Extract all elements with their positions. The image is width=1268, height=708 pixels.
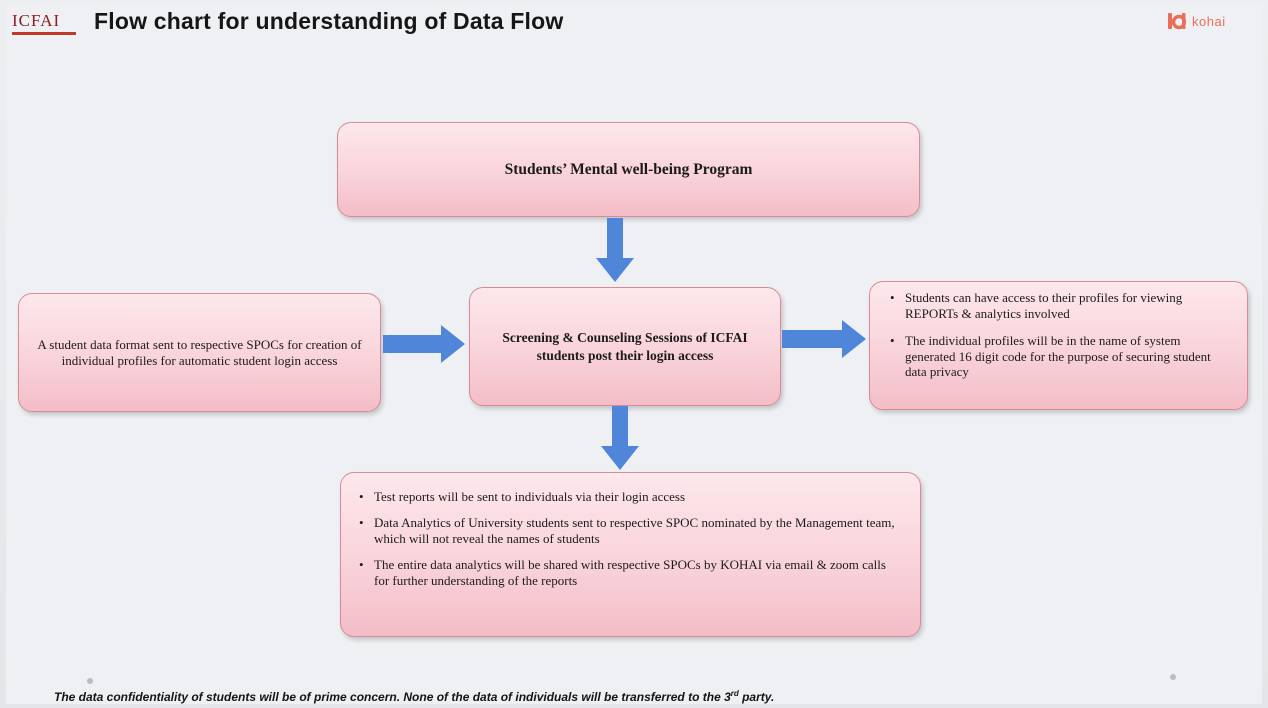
reports-item: Test reports will be sent to individuals… <box>359 489 900 505</box>
screening-box: Screening & Counseling Sessions of ICFAI… <box>469 287 781 406</box>
arrow-right-icon <box>782 320 866 358</box>
icfai-logo-text: ICFAI <box>12 11 61 30</box>
student-data-box: A student data format sent to respective… <box>18 293 381 412</box>
screening-box-text: Screening & Counseling Sessions of ICFAI… <box>502 329 748 363</box>
arrow-down-icon <box>596 218 634 282</box>
icfai-logo-bar <box>12 32 76 35</box>
kohai-logo-icon <box>1168 13 1186 30</box>
icfai-logo: ICFAI <box>12 12 78 38</box>
reports-item: Data Analytics of University students se… <box>359 515 900 547</box>
profile-access-item: The individual profiles will be in the n… <box>890 333 1233 380</box>
program-box: Students’ Mental well-being Program <box>337 122 920 217</box>
profile-access-item: Students can have access to their profil… <box>890 290 1233 321</box>
decorative-dot <box>1170 674 1176 680</box>
program-box-text: Students’ Mental well-being Program <box>504 160 753 178</box>
profile-access-box: Students can have access to their profil… <box>869 281 1248 410</box>
student-data-box-text: A student data format sent to respective… <box>37 336 362 368</box>
confidentiality-note-sup: rd <box>730 689 739 698</box>
reports-box: Test reports will be sent to individuals… <box>340 472 921 637</box>
profile-access-list: Students can have access to their profil… <box>890 290 1233 380</box>
reports-item: The entire data analytics will be shared… <box>359 557 900 589</box>
page-title: Flow chart for understanding of Data Flo… <box>94 8 564 34</box>
kohai-logo: kohai <box>1166 10 1226 32</box>
arrow-right-icon <box>383 325 465 363</box>
kohai-logo-text: kohai <box>1192 13 1226 29</box>
reports-list: Test reports will be sent to individuals… <box>359 489 900 589</box>
decorative-dot <box>87 678 93 684</box>
confidentiality-note-end: party. <box>738 690 775 704</box>
confidentiality-note-text: The data confidentiality of students wil… <box>54 690 731 704</box>
arrow-down-icon <box>601 406 639 470</box>
confidentiality-note: The data confidentiality of students wil… <box>54 689 774 704</box>
